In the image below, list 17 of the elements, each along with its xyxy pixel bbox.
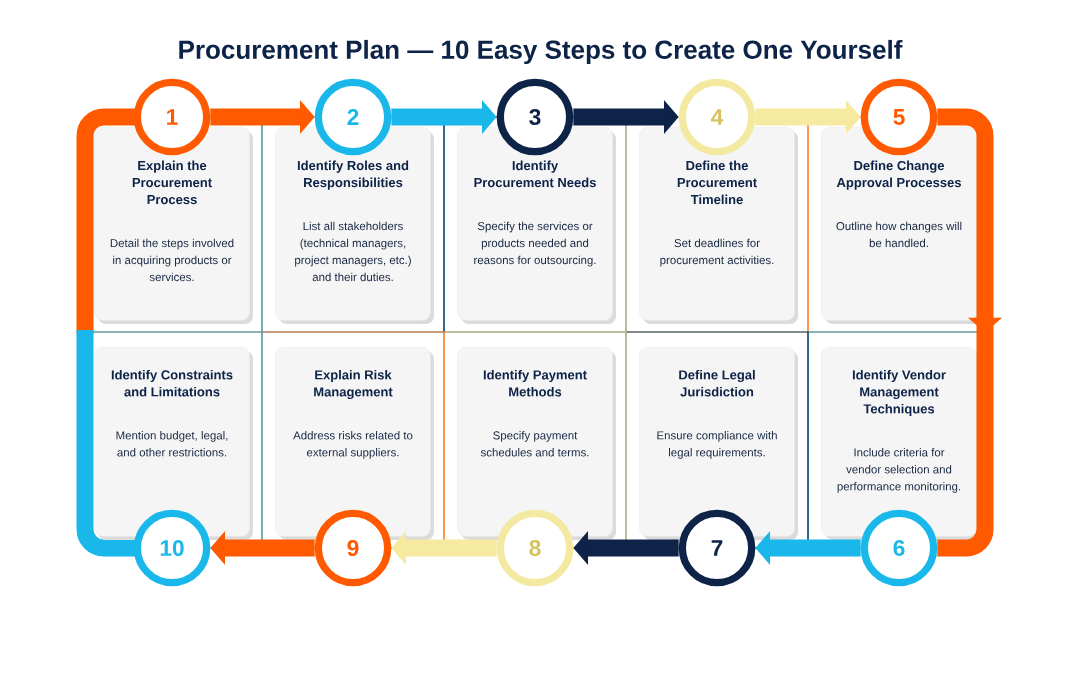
node-label: 6 xyxy=(893,539,905,557)
node-label: 7 xyxy=(711,540,723,556)
arrow-band xyxy=(937,108,1003,557)
step-card: Define the Procurement Timeline Set deadlines for procurement activities. xyxy=(639,127,798,324)
node-label: 9 xyxy=(347,539,359,557)
step-card: Define Legal Jurisdiction Ensure compliance with legal requirements. xyxy=(639,347,798,540)
step-card: Identify Roles and Responsibilities List all stakeholders (technical managers, project managers, etc.) and their duties. xyxy=(275,127,434,324)
node-label: 8 xyxy=(529,539,541,557)
title: Procurement Plan — 10 Easy Steps to Create One Yourself xyxy=(179,39,903,65)
step-card: Identify Vendor Management Techniques Include criteria for vendor selection and performance monitoring. xyxy=(821,347,980,540)
step-card: Identify Procurement Needs Specify the services or products needed and reasons for outsourcing. xyxy=(457,127,616,324)
step-card: Identify Payment Methods Specify payment schedules and terms. xyxy=(457,347,616,540)
step-card: Define Change Approval Processes Outline how changes will be handled. xyxy=(821,127,980,324)
step-card: Explain Risk Management Address risks related to external suppliers. xyxy=(275,347,434,540)
step-card: Identify Constraints and Limitations Mention budget, legal, and other restrictions. xyxy=(94,347,253,540)
step-card: Explain the Procurement Process Detail the steps involved in acquiring products or services. xyxy=(94,127,253,324)
node-label: 10 xyxy=(160,539,184,557)
